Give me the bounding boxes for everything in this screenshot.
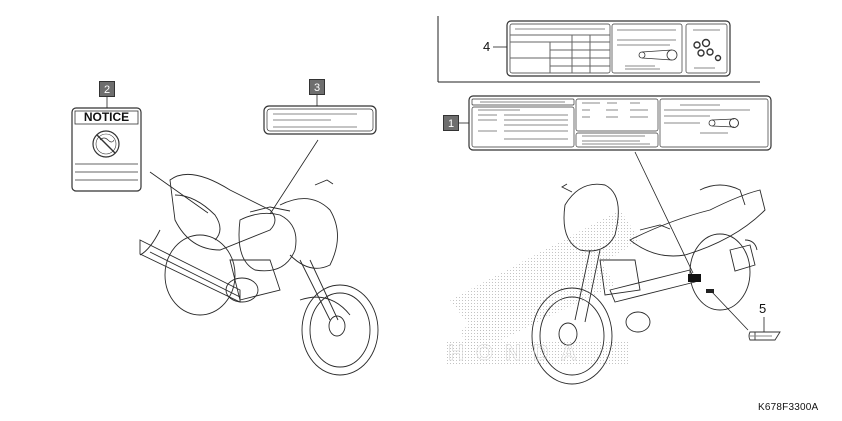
- honda-watermark-text: HONDA: [448, 340, 589, 366]
- label-2-drawing: [71, 107, 142, 192]
- leader-3-bottom: [269, 139, 319, 215]
- label-1-location-marker: [688, 274, 701, 282]
- leader-1-bottom: [634, 151, 694, 274]
- leader-2-bottom: [149, 171, 209, 214]
- left-motorcycle-drawing: [139, 173, 379, 376]
- part-5-drawing: [748, 331, 781, 341]
- diagram-code: K678F3300A: [758, 402, 819, 413]
- label-5-location-marker: [706, 289, 714, 293]
- callout-1: 1: [443, 115, 459, 131]
- callout-4: 4: [483, 39, 491, 54]
- callout-5: 5: [759, 301, 767, 316]
- notice-heading: NOTICE: [83, 110, 130, 124]
- label-1-drawing: [468, 95, 772, 151]
- label-3-drawing: [263, 105, 377, 135]
- callout-3: 3: [309, 79, 325, 95]
- label-4-frame: [437, 16, 760, 83]
- leader-5: [711, 291, 749, 331]
- callout-2: 2: [99, 81, 115, 97]
- label-4-drawing: [506, 20, 731, 77]
